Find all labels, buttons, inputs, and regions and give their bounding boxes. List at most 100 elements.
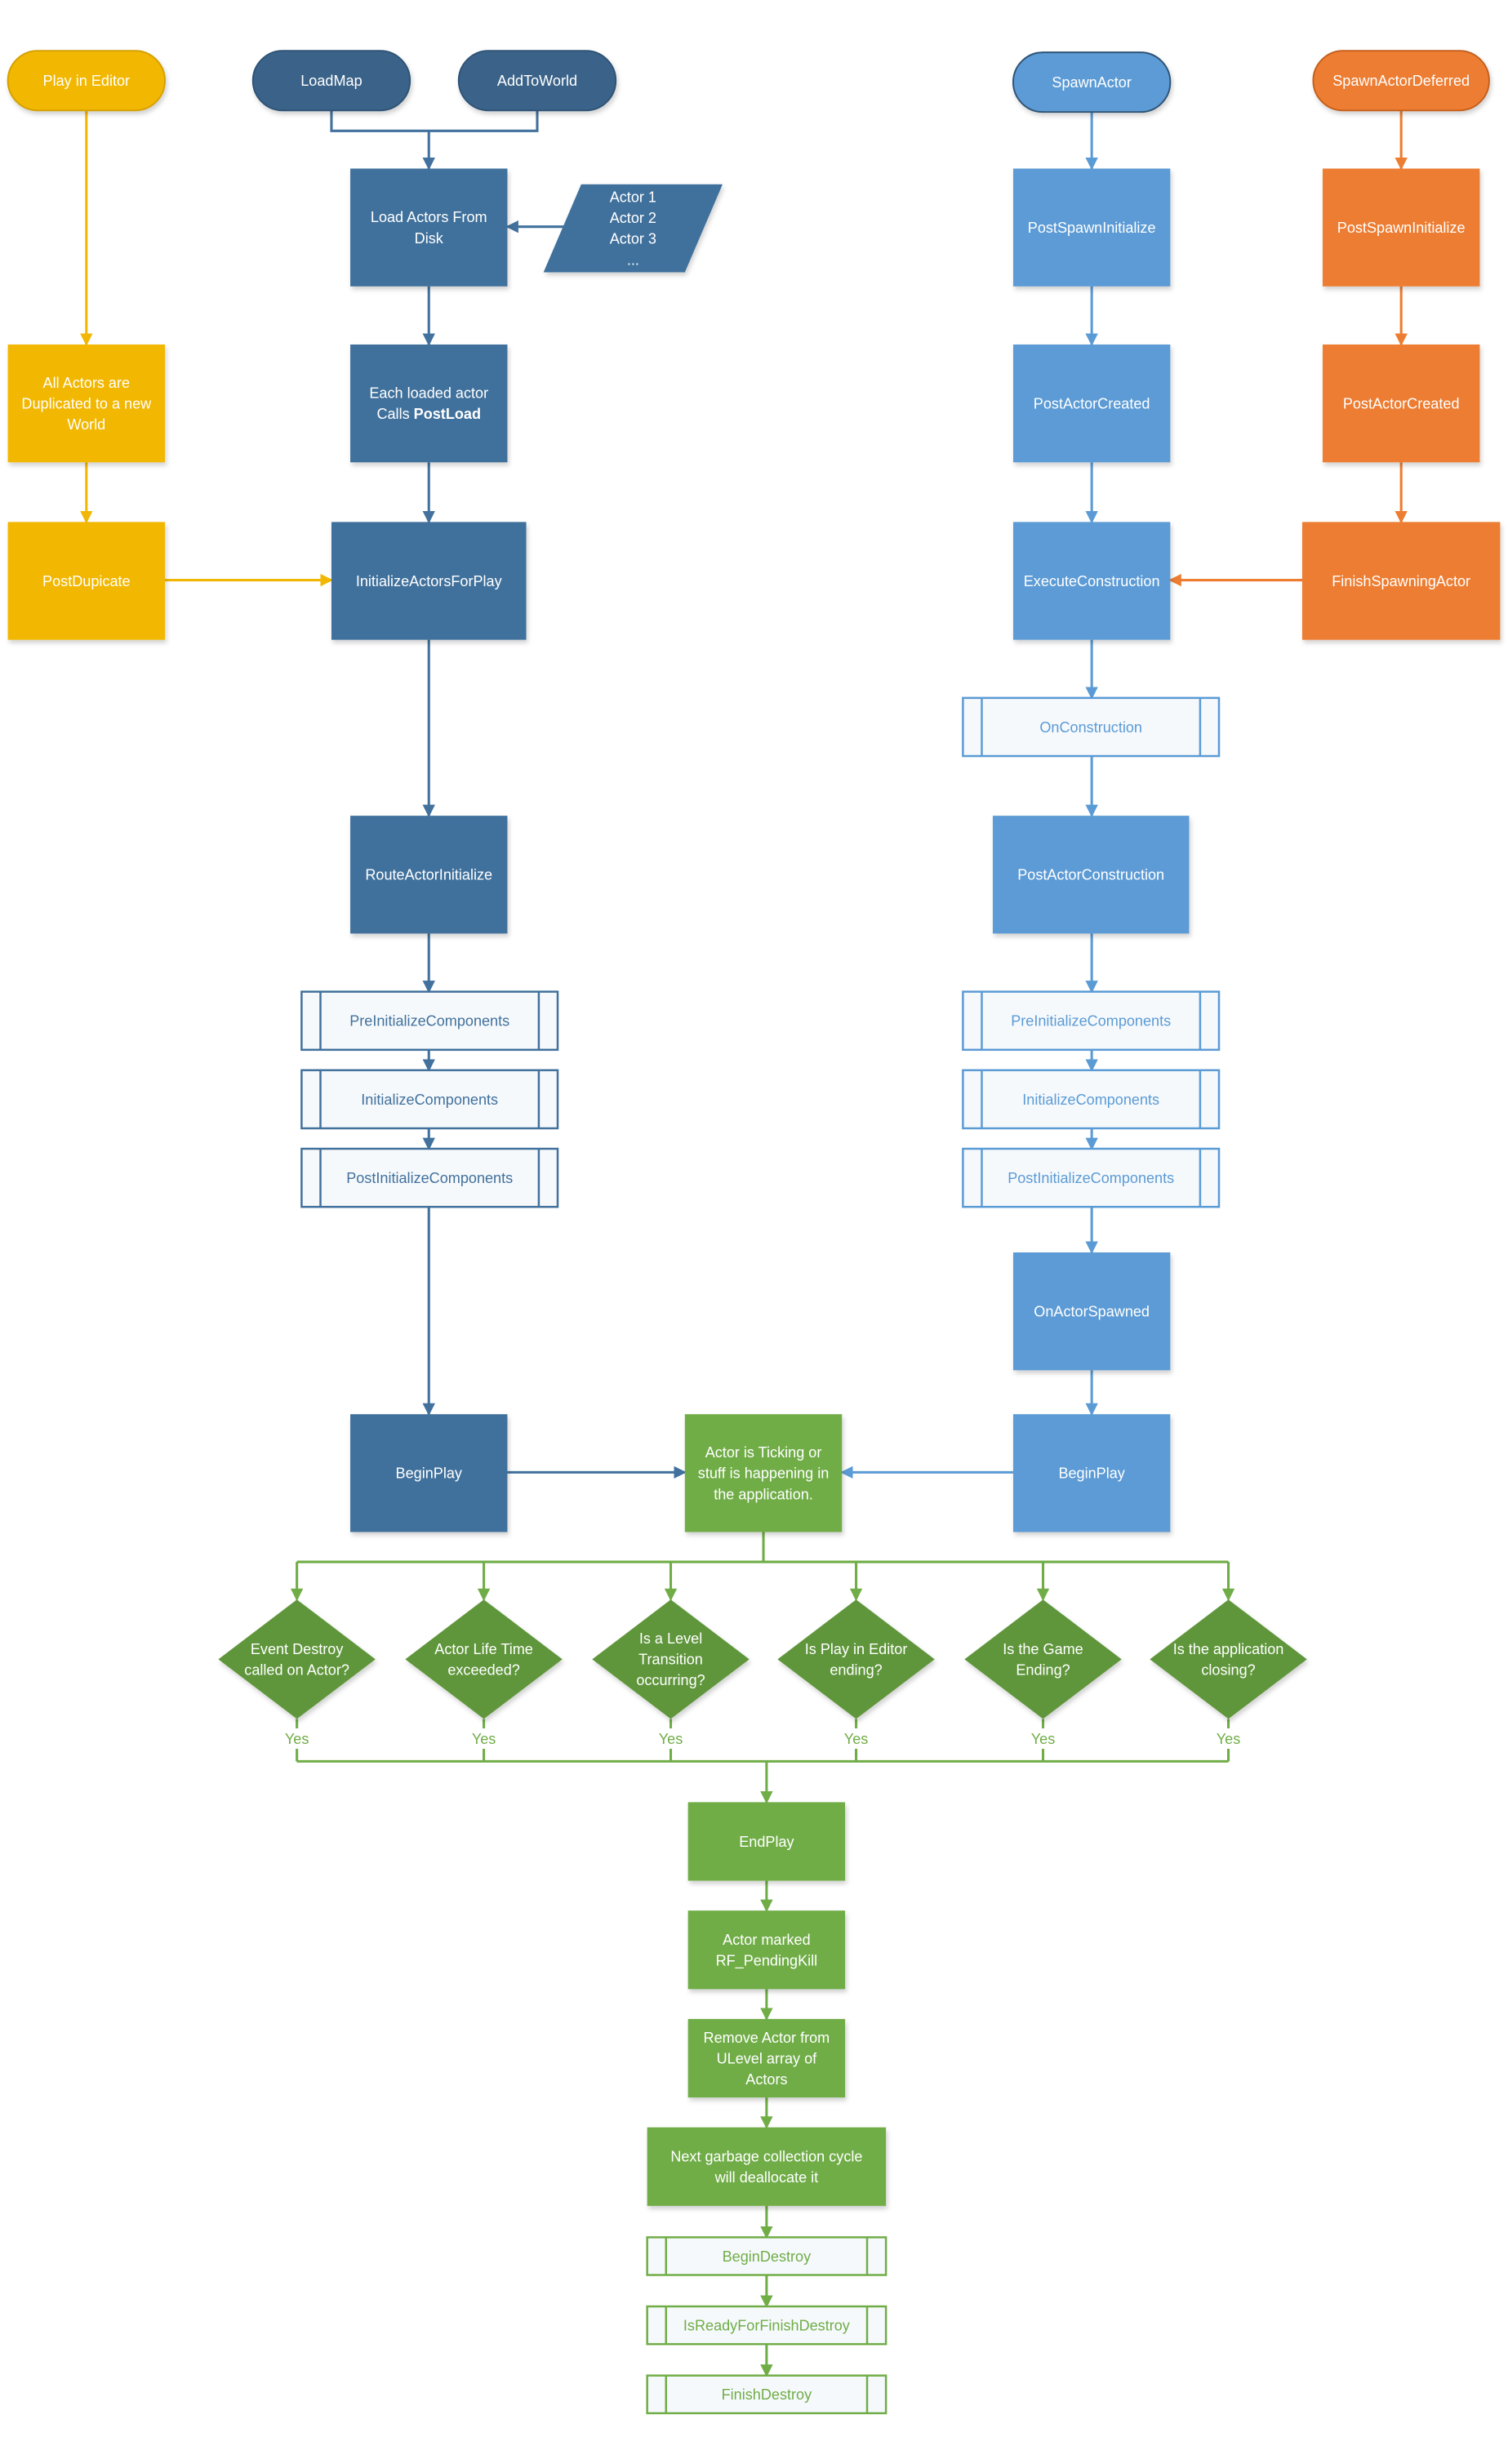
node-label: ULevel array of (717, 2050, 818, 2066)
node-l-init[interactable]: InitializeComponents (300, 1069, 559, 1130)
node-bd[interactable]: BeginDestroy (646, 2236, 887, 2276)
node-label: will deallocate it (714, 2169, 819, 2186)
node-label: Each loaded actor (369, 385, 488, 402)
node-d1[interactable]: Actor Life Time exceeded? (405, 1599, 563, 1719)
node-label: OnConstruction (1039, 719, 1142, 736)
node-label: Actor 1 (610, 189, 656, 206)
node-label: FinishSpawningActor (1332, 573, 1470, 589)
node-r-post[interactable]: PostInitializeComponents (962, 1147, 1221, 1208)
node-label: SpawnActor (1052, 74, 1131, 91)
node-label: Transition (638, 1652, 703, 1668)
node-label: stuff is happening in (698, 1466, 829, 1482)
node-label: PostInitializeComponents (1008, 1170, 1174, 1186)
node-r-oncons[interactable]: OnConstruction (962, 696, 1221, 758)
node-label: PostSpawnInitialize (1337, 220, 1466, 236)
node-endplay[interactable]: EndPlay (687, 1802, 846, 1881)
node-r-pac[interactable]: PostActorCreated (1012, 344, 1171, 463)
node-fd[interactable]: FinishDestroy (646, 2374, 887, 2415)
node-label: Load Actors From (371, 209, 487, 225)
connector-arrow (330, 110, 539, 132)
node-label: BeginDestroy (723, 2248, 812, 2265)
node-label-bold: PostLoad (414, 406, 481, 422)
node-gc[interactable]: Next garbage collection cycle will deallo… (647, 2127, 887, 2206)
node-label: EndPlay (739, 1834, 794, 1850)
node-label: AddToWorld (497, 73, 577, 89)
yes-label: Yes (1217, 1731, 1240, 1747)
node-label: Actor marked (723, 1932, 811, 1948)
node-label: FinishDestroy (722, 2386, 812, 2403)
yes-label: Yes (844, 1731, 869, 1747)
node-d3[interactable]: Is Play in Editor ending? (777, 1599, 935, 1719)
node-label: Remove Actor from (704, 2030, 830, 2046)
node-label: Actor 3 (610, 231, 656, 247)
node-label: IsReadyForFinishDestroy (683, 2317, 850, 2333)
node-label: LoadMap (300, 73, 362, 89)
node-r-init[interactable]: InitializeComponents (962, 1069, 1221, 1130)
node-label: Ending? (1016, 1661, 1070, 1678)
node-o-sad[interactable]: SpawnActorDeferred (1312, 50, 1490, 112)
node-r-exec[interactable]: ExecuteConstruction (1012, 522, 1171, 640)
node-init-play[interactable]: InitializeActorsForPlay (331, 522, 527, 640)
node-r-ospawn[interactable]: OnActorSpawned (1012, 1252, 1171, 1371)
node-label: Is the Game (1003, 1641, 1083, 1657)
node-r-begin[interactable]: BeginPlay (1012, 1414, 1171, 1532)
node-l-begin[interactable]: BeginPlay (350, 1414, 508, 1532)
node-tick[interactable]: Actor is Ticking or stuff is happening in… (684, 1414, 843, 1532)
node-loadmap[interactable]: LoadMap (251, 50, 411, 112)
yes-label: Yes (472, 1731, 496, 1747)
node-label: Actor Life Time (434, 1641, 533, 1657)
node-label: RF_PendingKill (716, 1952, 818, 1969)
node-label: SpawnActorDeferred (1332, 73, 1470, 89)
node-r-spawn[interactable]: SpawnActor (1012, 51, 1172, 113)
node-r-pre[interactable]: PreInitializeComponents (962, 990, 1221, 1052)
node-label: PreInitializeComponents (1011, 1013, 1171, 1030)
node-pie[interactable]: Play in Editor (7, 50, 166, 112)
node-ir[interactable]: IsReadyForFinishDestroy (646, 2305, 887, 2346)
node-label: Actor is Ticking or (705, 1444, 822, 1461)
node-o-psi[interactable]: PostSpawnInitialize (1322, 168, 1480, 287)
yes-label: Yes (285, 1731, 309, 1747)
node-label: Next garbage collection cycle (670, 2148, 862, 2164)
node-o-finish[interactable]: FinishSpawningActor (1301, 522, 1501, 640)
node-label: Is a Level (639, 1630, 702, 1647)
node-label: InitializeComponents (361, 1092, 498, 1108)
node-route[interactable]: RouteActorInitialize (350, 816, 508, 934)
node-label: exceeded? (447, 1661, 519, 1678)
node-label: Disk (415, 230, 444, 247)
node-label: InitializeActorsForPlay (356, 573, 502, 589)
node-label: PostInitializeComponents (346, 1170, 513, 1186)
yes-label: Yes (1031, 1731, 1056, 1747)
node-r-pacons[interactable]: PostActorConstruction (992, 816, 1190, 934)
node-l-pre[interactable]: PreInitializeComponents (300, 990, 559, 1052)
node-label: OnActorSpawned (1034, 1304, 1150, 1320)
node-label: Is Play in Editor (805, 1641, 908, 1657)
node-postdup[interactable]: PostDupicate (7, 522, 166, 640)
node-label: BeginPlay (396, 1466, 462, 1482)
node-l-post[interactable]: PostInitializeComponents (300, 1147, 559, 1208)
node-label: RouteActorInitialize (365, 867, 492, 883)
node-label: closing? (1201, 1661, 1255, 1678)
node-r-psi[interactable]: PostSpawnInitialize (1012, 168, 1171, 287)
node-label: PreInitializeComponents (349, 1013, 509, 1030)
node-o-pac[interactable]: PostActorCreated (1322, 344, 1480, 463)
node-label: ending? (830, 1661, 882, 1678)
node-addtoworld[interactable]: AddToWorld (457, 50, 617, 112)
node-label: PostActorCreated (1343, 395, 1460, 411)
node-label: PostDupicate (42, 573, 131, 589)
node-label: ... (627, 251, 639, 268)
node-label: the application. (714, 1486, 813, 1502)
node-label: World (67, 416, 105, 433)
node-label: PostActorCreated (1034, 395, 1150, 411)
